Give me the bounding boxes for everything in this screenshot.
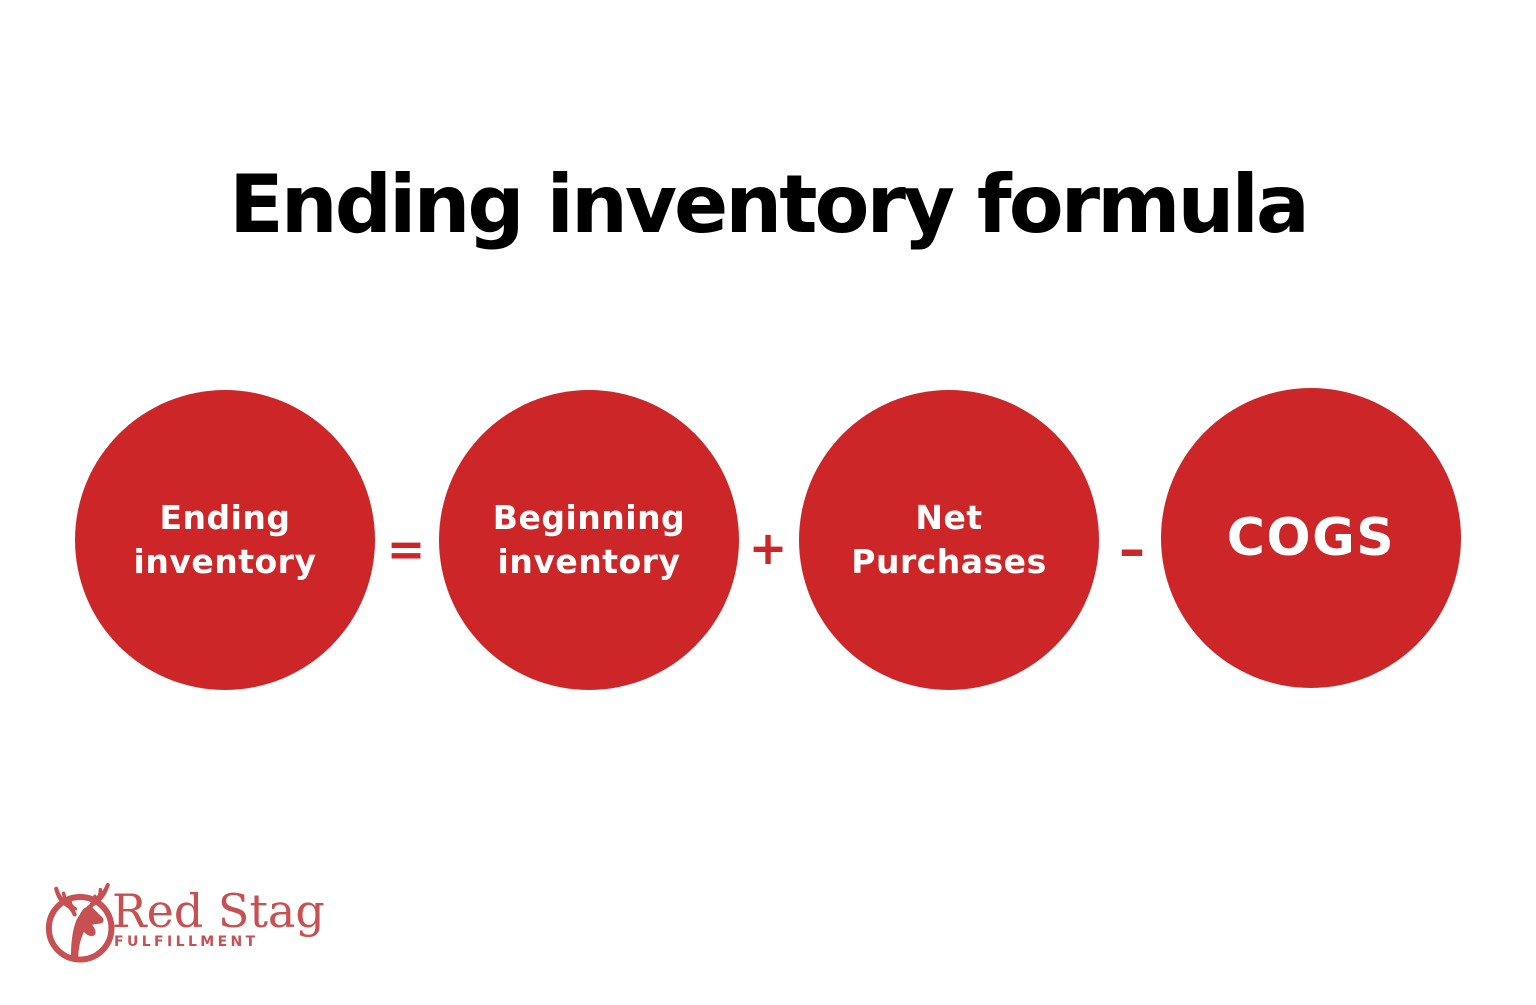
term-label-line: Purchases xyxy=(851,542,1047,581)
logo-name: Red Stag xyxy=(112,884,325,938)
term-label-line: inventory xyxy=(133,542,317,581)
term-circle-net-purchases: Net Purchases xyxy=(799,390,1099,690)
plus-operator: + xyxy=(748,521,788,575)
term-circle-cogs: COGS xyxy=(1161,388,1461,688)
logo-subtitle: FULFILLMENT xyxy=(114,934,259,950)
term-circle-ending-inventory: Ending inventory xyxy=(75,390,375,690)
term-label-line: inventory xyxy=(497,542,681,581)
term-label-line: Beginning xyxy=(492,498,686,538)
minus-operator: – xyxy=(1119,520,1145,580)
term-label-line: Net xyxy=(915,498,983,538)
page-title: Ending inventory formula xyxy=(229,158,1310,251)
red-stag-logo: Red Stag FULFILLMENT xyxy=(36,872,336,972)
term-label-line: COGS xyxy=(1226,507,1396,568)
term-label-line: Ending xyxy=(159,498,291,538)
term-circle-beginning-inventory: Beginning inventory xyxy=(439,390,739,690)
equals-operator: = xyxy=(386,522,426,576)
stag-head-icon xyxy=(36,874,128,966)
